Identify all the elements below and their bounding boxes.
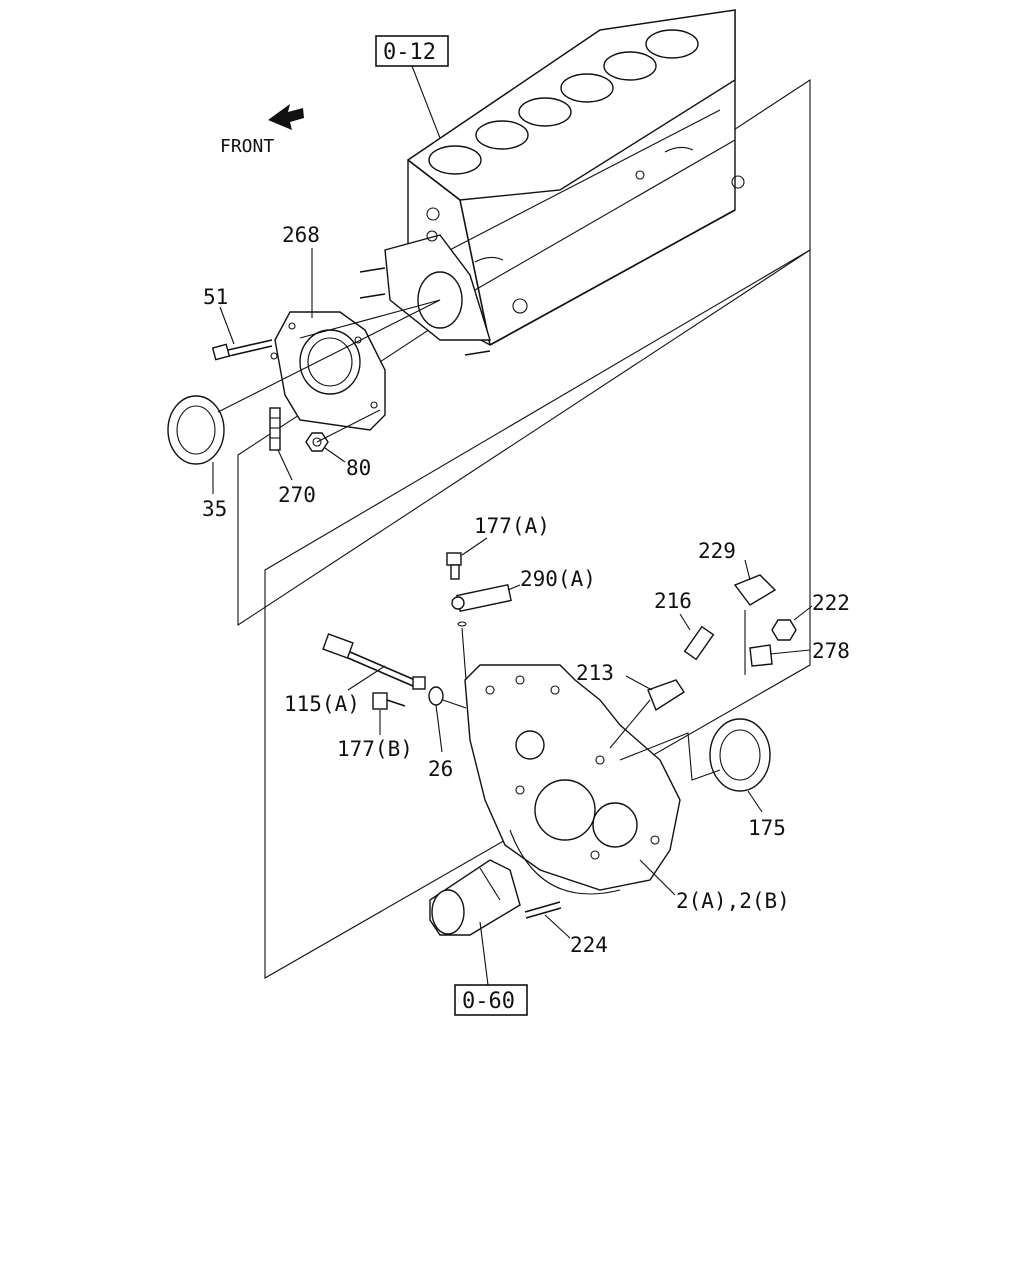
svg-text:0-60: 0-60 bbox=[462, 989, 515, 1014]
front-label: FRONT bbox=[220, 136, 274, 157]
callout-115a: 115(A) bbox=[284, 692, 360, 716]
callout-222: 222 bbox=[812, 591, 850, 615]
callout-175: 175 bbox=[748, 816, 786, 840]
washer-26 bbox=[428, 686, 467, 709]
oil-seal-175 bbox=[709, 718, 771, 792]
nut-222 bbox=[771, 619, 797, 641]
svg-text:0-12: 0-12 bbox=[383, 40, 436, 65]
callout-278: 278 bbox=[812, 639, 850, 663]
plug-216 bbox=[683, 625, 715, 661]
callout-268: 268 bbox=[282, 223, 320, 247]
callout-270: 270 bbox=[278, 483, 316, 507]
callout-216: 216 bbox=[654, 589, 692, 613]
callout-2a-2b: 2(A),2(B) bbox=[676, 889, 790, 913]
bracket-229 bbox=[733, 574, 777, 675]
timing-gear-case bbox=[464, 664, 681, 895]
callout-290a: 290(A) bbox=[520, 567, 596, 591]
lower-plane-outline bbox=[264, 249, 811, 979]
callout-213: 213 bbox=[576, 661, 614, 685]
oil-seal-35 bbox=[167, 395, 225, 465]
callout-51: 51 bbox=[203, 285, 228, 309]
callout-35: 35 bbox=[202, 497, 227, 521]
front-arrow-icon bbox=[268, 104, 304, 130]
callout-229: 229 bbox=[698, 539, 736, 563]
starter-motor bbox=[429, 859, 521, 936]
callout-80: 80 bbox=[346, 456, 371, 480]
stud-224 bbox=[524, 901, 562, 919]
callout-177b: 177(B) bbox=[337, 737, 413, 761]
bracket-213 bbox=[609, 679, 685, 749]
ref-box-bottom: 0-60 bbox=[454, 921, 528, 1016]
bolt-51 bbox=[211, 339, 273, 361]
engine-block bbox=[359, 9, 745, 356]
callout-177a: 177(A) bbox=[474, 514, 550, 538]
bolt-177b bbox=[372, 692, 406, 710]
ref-box-top: 0-12 bbox=[375, 35, 449, 139]
callout-26: 26 bbox=[428, 757, 453, 781]
bolt-177a bbox=[446, 552, 462, 580]
stud-270 bbox=[269, 407, 281, 451]
oil-seal-retainer bbox=[270, 311, 386, 431]
sensor-115a bbox=[322, 633, 426, 690]
seal-290a bbox=[451, 583, 512, 681]
clip-278 bbox=[749, 644, 773, 667]
callout-224: 224 bbox=[570, 933, 608, 957]
